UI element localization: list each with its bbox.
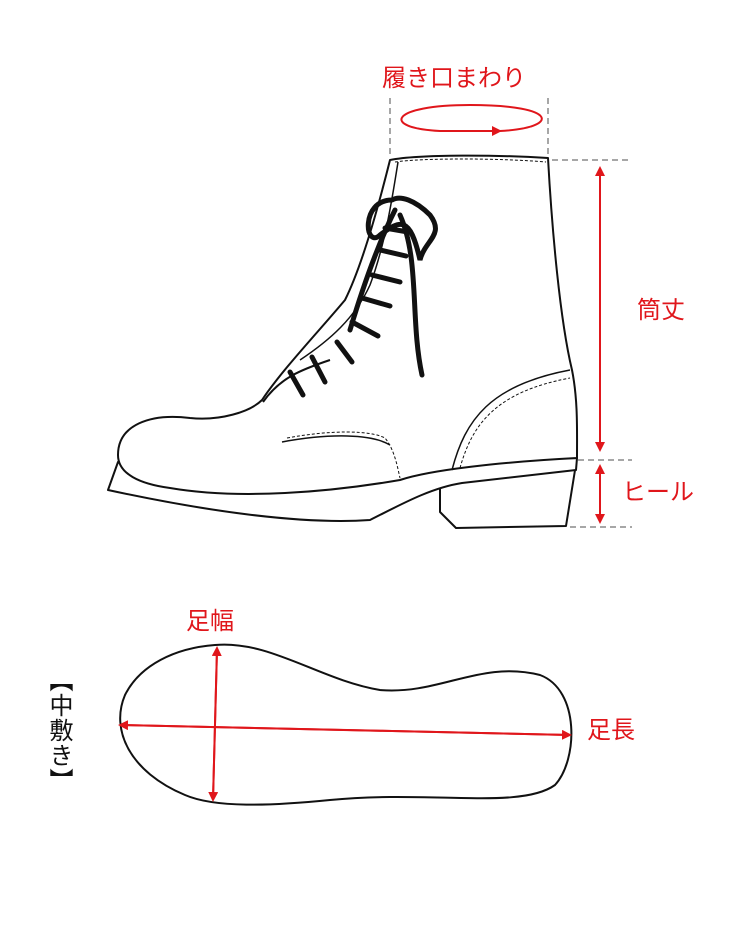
opening-circumference-label: 履き口まわり [382, 64, 526, 92]
boot-laces [287, 195, 438, 398]
insole-outline [119, 643, 573, 806]
boot-illustration [107, 154, 579, 529]
foot-length-label: 足長 [587, 716, 635, 744]
shaft-height-label: 筒丈 [637, 296, 685, 324]
foot-width-label: 足幅 [186, 607, 234, 635]
guide-lines [389, 98, 632, 528]
heel-label: ヒール [622, 478, 694, 506]
insole-label: 【中敷き】 [45, 668, 73, 793]
opening-circumference-indicator [400, 103, 543, 136]
boot-upper [117, 154, 579, 495]
